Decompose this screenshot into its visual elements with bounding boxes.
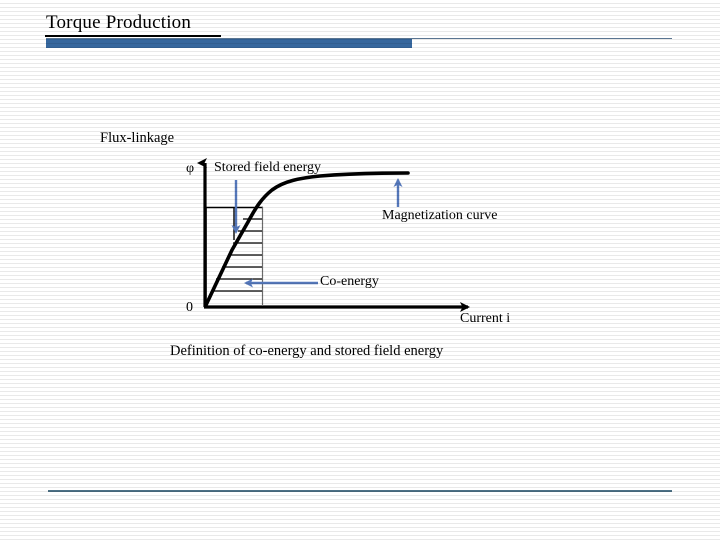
- header-divider-rule: [46, 38, 672, 39]
- footer-divider-rule: [48, 490, 672, 492]
- axis-lines: [197, 158, 470, 312]
- hatch-region: [205, 206, 264, 306]
- magnetization-curve: [204, 171, 410, 307]
- annotation-magnetization-curve: Magnetization curve: [382, 208, 498, 223]
- y-axis-symbol: φ: [186, 161, 195, 176]
- header-accent-bar: [46, 39, 412, 48]
- title-underline: [45, 35, 221, 37]
- annotation-stored-field-energy: Stored field energy: [214, 160, 322, 175]
- annotation-co-energy: Co-energy: [320, 274, 379, 289]
- page-title: Torque Production: [46, 12, 192, 33]
- x-axis-label: Current i: [460, 311, 511, 326]
- annotation-arrows: [231, 178, 403, 288]
- y-axis-label: Flux-linkage: [100, 130, 175, 146]
- origin-label: 0: [186, 300, 193, 315]
- figure-caption: Definition of co-energy and stored field…: [170, 343, 444, 359]
